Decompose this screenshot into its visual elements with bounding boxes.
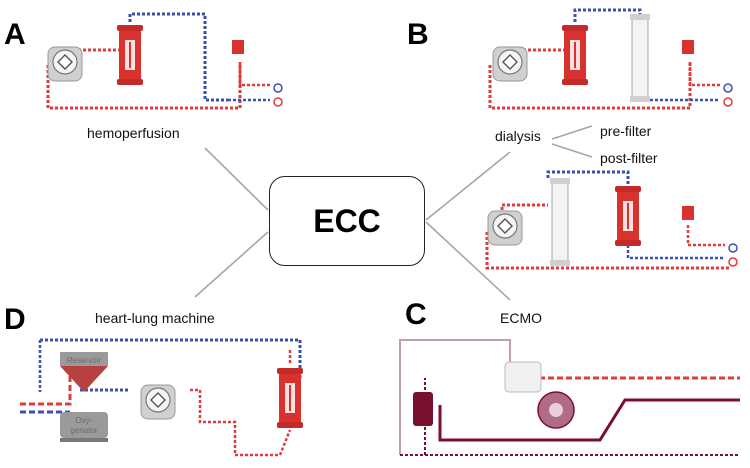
blood-pump-icon (492, 46, 528, 82)
patient-connector-icon (723, 83, 733, 107)
circuit-heart-lung-machine (20, 338, 304, 457)
circuit-hemoperfusion (46, 12, 283, 110)
panel-letter-a: A (4, 18, 26, 51)
drip-chamber-icon (682, 40, 694, 54)
option-pre-filter: pre-filter (600, 123, 652, 139)
circuit-ecmo (399, 339, 740, 456)
ecc-label: ECC (313, 202, 381, 239)
caption-ecmo: ECMO (500, 310, 542, 326)
circuit-dialysis-pre-filter (488, 8, 733, 110)
panel-letter-d: D (4, 303, 26, 336)
cytosorb-adsorber-icon (561, 24, 589, 86)
adsorber-icon (413, 392, 433, 426)
reservoir-icon (60, 352, 108, 392)
caption-hemoperfusion: hemoperfusion (87, 125, 180, 141)
centrifugal-pump-icon (537, 391, 575, 429)
panel-letter-c: C (405, 298, 427, 331)
drip-chamber-icon (682, 206, 694, 220)
roller-pump-icon (140, 384, 176, 420)
dialysis-filter-icon (629, 13, 651, 103)
dialysis-filter-icon (549, 177, 571, 267)
patient-connector-icon (728, 243, 738, 267)
reservoir-label: Reservoir (67, 356, 102, 365)
connector-lines (194, 125, 593, 301)
oxygenator-icon (504, 361, 542, 393)
caption-dialysis: dialysis (495, 128, 541, 144)
oxygenator-label-line-2: genator (70, 426, 97, 435)
cytosorb-adsorber-icon (276, 367, 304, 429)
cytosorb-adsorber-icon (116, 24, 144, 86)
blood-pump-icon (487, 210, 523, 246)
cytosorb-adsorber-icon (614, 185, 642, 247)
panel-letter-b: B (407, 18, 429, 51)
oxygenator-label-line-1: Oxy- (76, 416, 93, 425)
caption-heart-lung-machine: heart-lung machine (95, 310, 215, 326)
circuit-dialysis-post-filter (485, 170, 738, 270)
drip-chamber-icon (232, 40, 244, 54)
patient-connector-icon (273, 83, 283, 107)
oxygenator-icon (60, 412, 108, 442)
option-post-filter: post-filter (600, 150, 658, 166)
blood-pump-icon (47, 46, 83, 82)
ecc-center-box: ECC (269, 176, 425, 266)
